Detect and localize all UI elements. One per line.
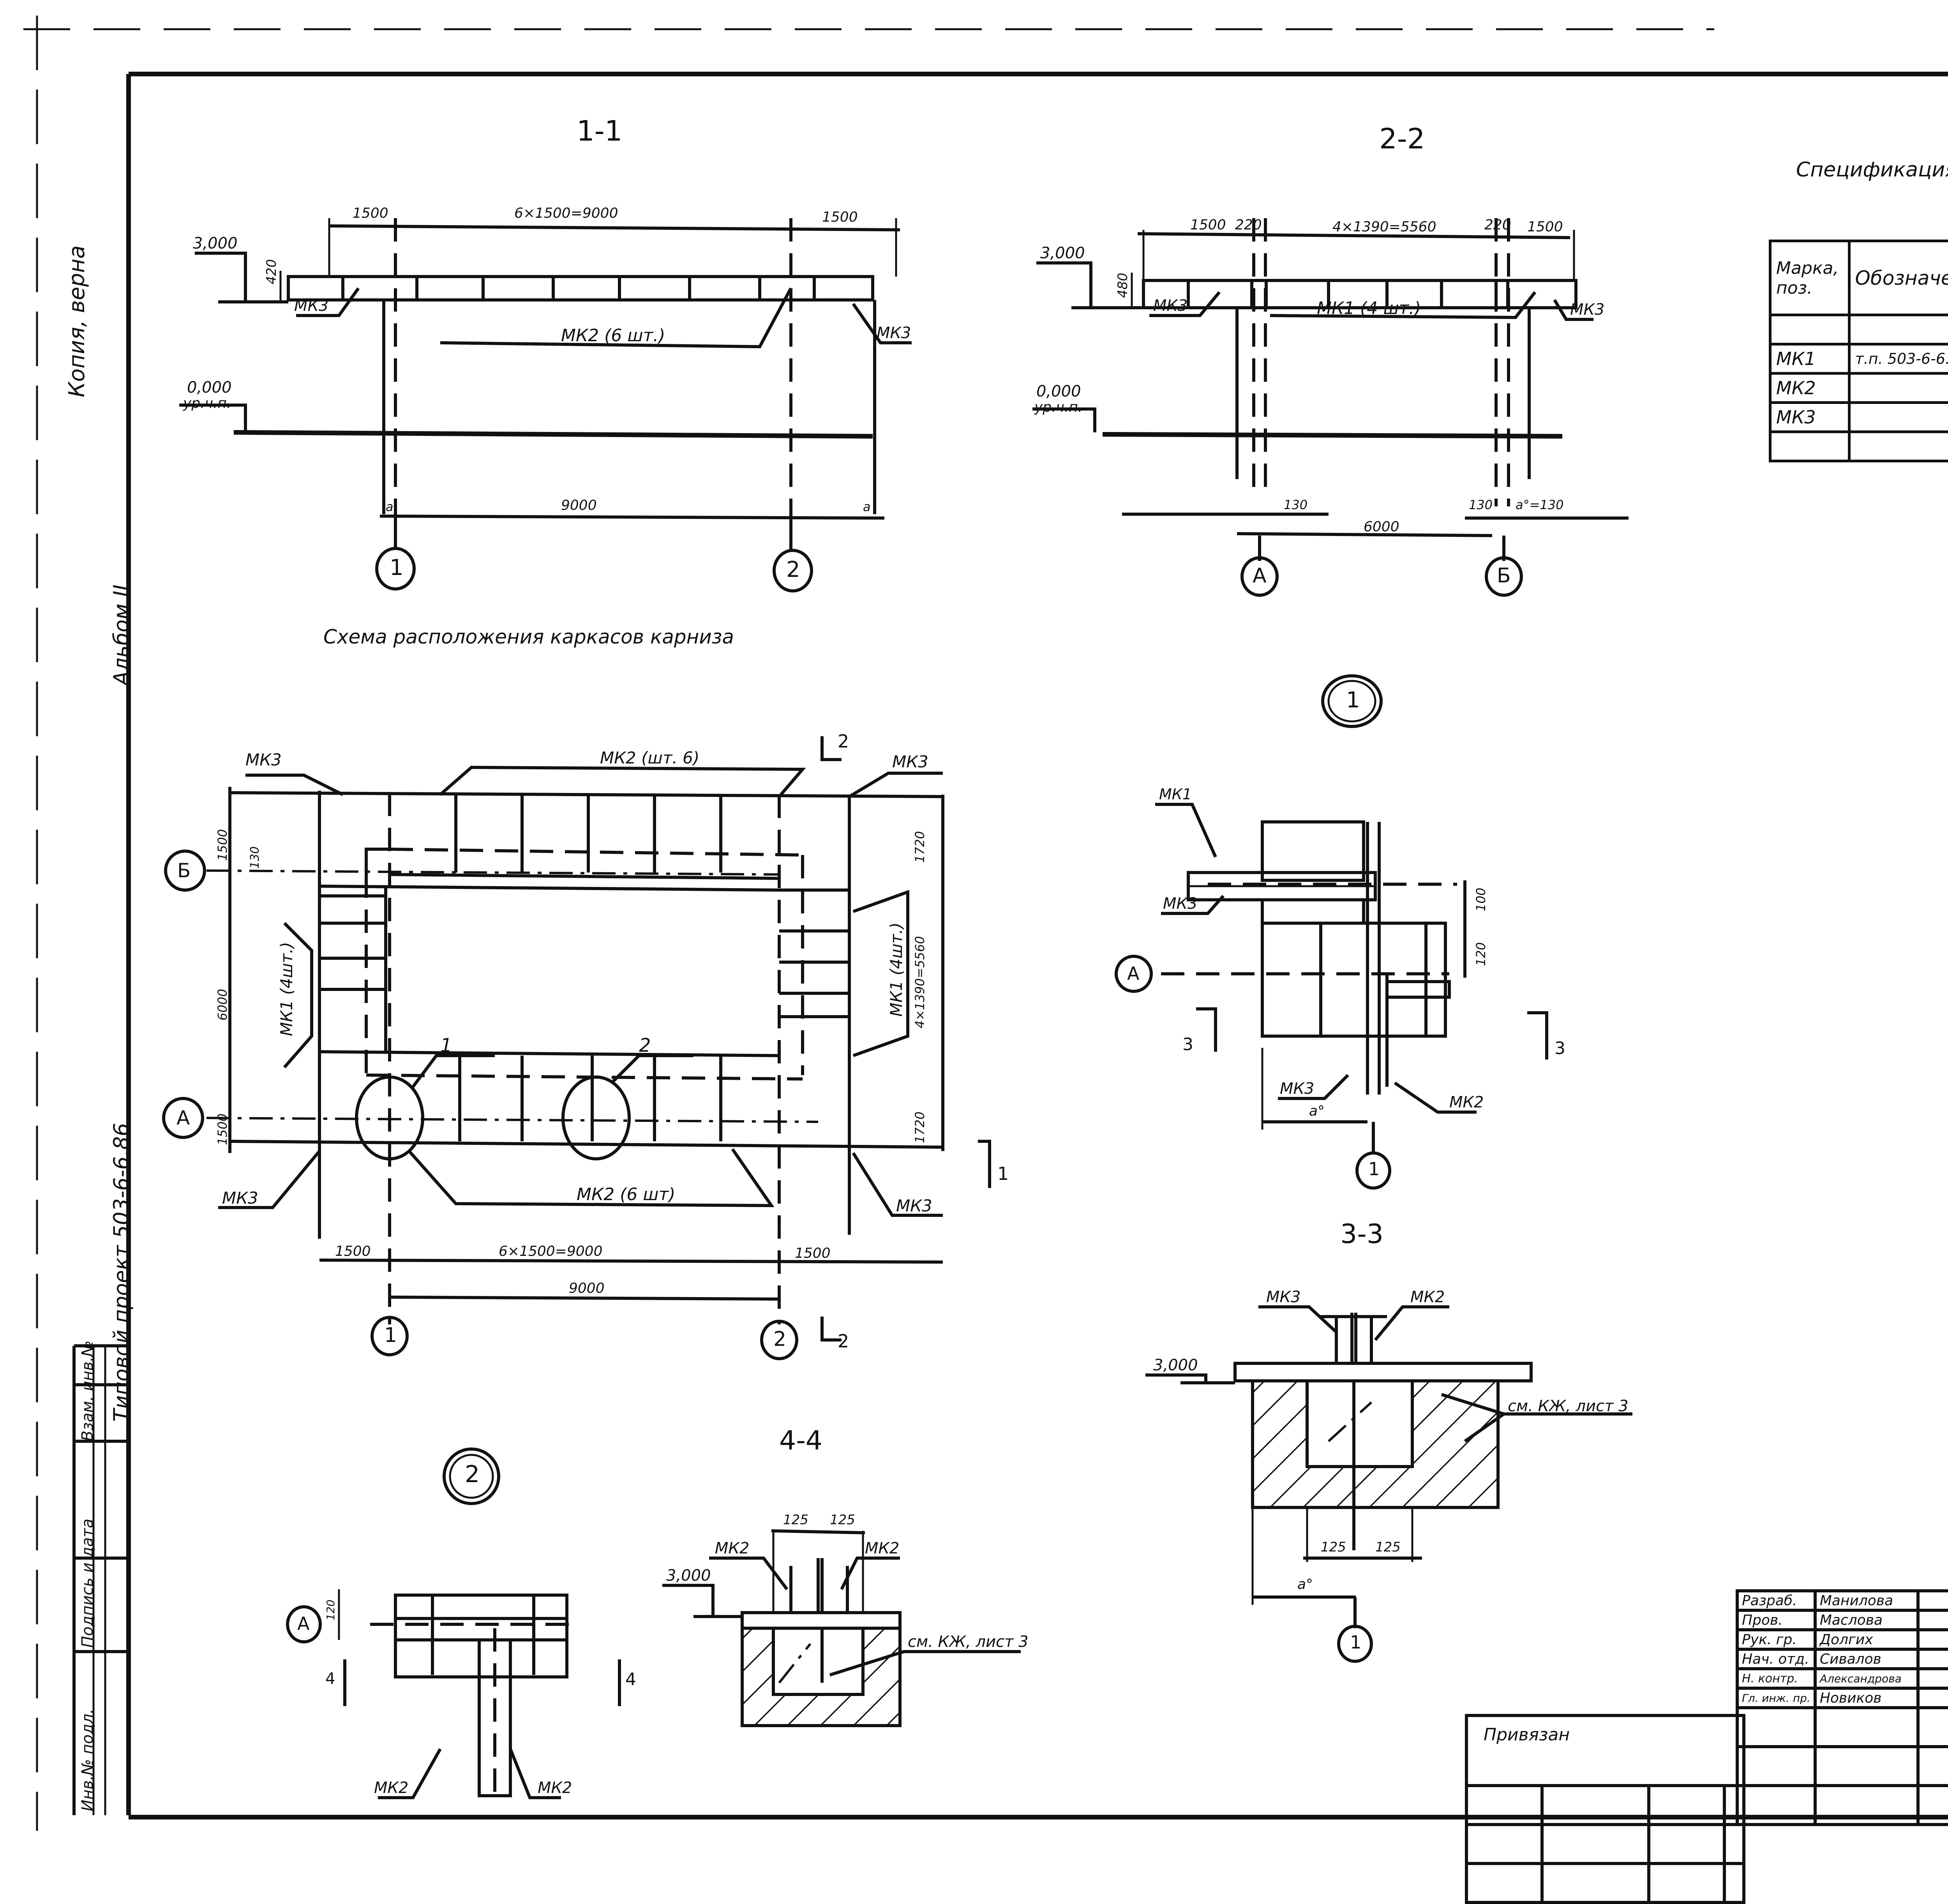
signature — [1918, 1591, 1948, 1610]
signature — [1918, 1649, 1948, 1669]
note-kzh: см. КЖ, лист 3 — [908, 1634, 1029, 1650]
role-row: Рук. гр. Долгих 06.86 — [1737, 1630, 1948, 1649]
label-mk2-right: МК2 — [865, 1541, 899, 1556]
role: Нач. отд. — [1737, 1649, 1815, 1669]
section-4-4-title: 4-4 — [779, 1428, 822, 1454]
role-name: Новиков — [1815, 1688, 1918, 1708]
dim-125-right: 125 — [830, 1513, 855, 1527]
role: Разраб. — [1737, 1591, 1815, 1610]
role-name: Маслова — [1815, 1610, 1918, 1630]
role-name: Сивалов — [1815, 1649, 1918, 1669]
roles-table: Разраб. Манилова 06.86 Пров. Маслова 06.… — [1736, 1589, 1948, 1826]
signature — [1918, 1610, 1948, 1630]
bound-table: Привязан — [1465, 1714, 1745, 1904]
signature — [1918, 1630, 1948, 1649]
role: Пров. — [1737, 1610, 1815, 1630]
role: Н. контр. — [1737, 1669, 1815, 1688]
role: Гл. инж. пр. — [1737, 1688, 1815, 1708]
role-name: Александрова — [1815, 1669, 1918, 1688]
dim-125-left: 125 — [783, 1513, 808, 1527]
role-name: Манилова — [1815, 1591, 1918, 1610]
role-row: Н. контр. Александрова 06.86 — [1737, 1669, 1948, 1688]
elevation: 3,000 — [666, 1568, 711, 1583]
signature — [1918, 1669, 1948, 1688]
role-row: Гл. инж. пр. Новиков 06.86 — [1737, 1688, 1948, 1708]
role-name: Долгих — [1815, 1630, 1918, 1649]
signature — [1918, 1688, 1948, 1708]
label-mk2-left: МК2 — [715, 1541, 749, 1556]
role-row: Разраб. Манилова 06.86 — [1737, 1591, 1948, 1610]
role-row: Нач. отд. Сивалов 06.86 — [1737, 1649, 1948, 1669]
bound-label: Привязан — [1466, 1715, 1744, 1786]
role: Рук. гр. — [1737, 1630, 1815, 1649]
section-4-4-drawing — [0, 0, 1948, 1845]
role-row: Пров. Маслова 06.86 — [1737, 1610, 1948, 1630]
